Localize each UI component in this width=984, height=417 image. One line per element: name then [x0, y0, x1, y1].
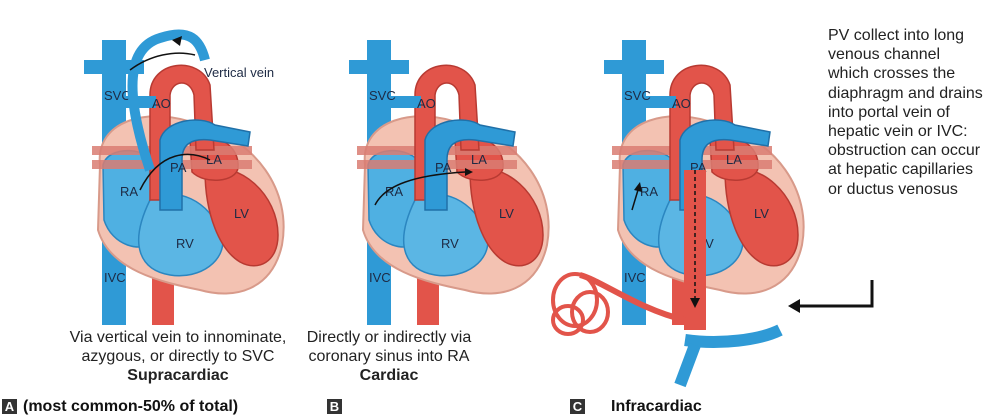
panel-letter-c: C	[570, 399, 585, 414]
infracardiac-overlay	[520, 0, 820, 400]
note-pointer-arrow	[780, 270, 890, 330]
panel-letter-a: A	[2, 399, 17, 414]
type-cardiac: Cardiac	[259, 366, 519, 385]
panel-cardiac: SVC AO PA LA RA LV RV IVC Directly or in…	[265, 0, 545, 417]
infracardiac-note: PV collect into long venous channel whic…	[828, 26, 984, 199]
panel-c-footer: C Infracardiac	[570, 398, 702, 416]
caption-a-line1: Via vertical vein to innominate,	[70, 329, 287, 346]
label-vertical-vein: Vertical vein	[204, 65, 274, 80]
panel-a-footer-text: (most common-50% of total)	[23, 398, 238, 415]
caption-b-line2: coronary sinus into RA	[309, 348, 470, 365]
caption-b: Directly or indirectly via coronary sinu…	[259, 328, 519, 385]
panel-b-footer: B	[327, 398, 348, 416]
type-infracardiac: Infracardiac	[611, 398, 702, 415]
panel-a-footer: A (most common-50% of total)	[2, 398, 238, 416]
panel-letter-b: B	[327, 399, 342, 414]
caption-a-line2: azygous, or directly to SVC	[82, 348, 275, 365]
caption-b-line1: Directly or indirectly via	[307, 329, 471, 346]
